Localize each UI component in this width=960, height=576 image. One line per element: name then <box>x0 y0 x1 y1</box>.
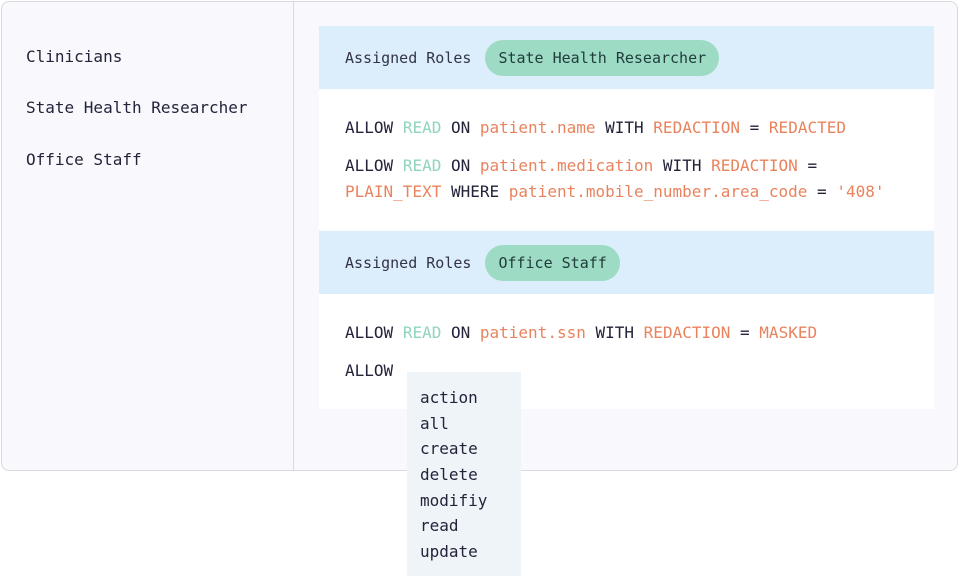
role-chip-office-staff[interactable]: Office Staff <box>485 244 620 281</box>
action-autocomplete-dropdown: action all create delete modifiy read up… <box>407 372 521 576</box>
where-keyword: WHERE <box>450 182 500 201</box>
action-keyword: READ <box>402 323 442 342</box>
allow-keyword: ALLOW <box>345 156 394 175</box>
dropdown-option-delete[interactable]: delete <box>420 465 478 485</box>
sidebar-item-clinicians[interactable]: Clinicians <box>26 47 123 66</box>
roles-sidebar: Clinicians State Health Researcher Offic… <box>2 2 294 470</box>
redaction-keyword: REDACTION <box>711 156 798 175</box>
where-field-name: patient.mobile_number.area_code <box>508 182 808 201</box>
redaction-value: PLAIN_TEXT <box>345 182 442 201</box>
assigned-roles-label: Assigned Roles <box>345 253 472 272</box>
policy-rules: ALLOW READ ON patient.ssn WITH REDACTION… <box>319 294 934 409</box>
dropdown-option-create[interactable]: create <box>420 439 478 459</box>
field-name: patient.name <box>479 118 596 137</box>
policy-rules: ALLOW READ ON patient.name WITH REDACTIO… <box>319 89 934 230</box>
dropdown-option-all[interactable]: all <box>420 413 449 433</box>
field-name: patient.medication <box>479 156 654 175</box>
equals-operator: = <box>749 118 760 137</box>
with-keyword: WITH <box>595 323 635 342</box>
dropdown-option-update[interactable]: update <box>420 542 478 562</box>
draft-policy-rule[interactable]: ALLOW <box>345 358 908 384</box>
allow-keyword: ALLOW <box>345 361 394 380</box>
allow-keyword: ALLOW <box>345 118 394 137</box>
dropdown-option-read[interactable]: read <box>420 516 459 536</box>
equals-operator: = <box>740 323 750 342</box>
policy-rule[interactable]: ALLOW READ ON patient.medication WITH RE… <box>345 153 908 205</box>
equals-operator: = <box>817 182 827 201</box>
assigned-roles-header: Assigned Roles Office Staff <box>319 231 934 294</box>
on-keyword: ON <box>450 118 471 137</box>
policy-rule[interactable]: ALLOW READ ON patient.name WITH REDACTIO… <box>345 115 908 141</box>
field-name: patient.ssn <box>479 323 586 342</box>
redaction-keyword: REDACTION <box>643 323 731 342</box>
on-keyword: ON <box>450 323 471 342</box>
action-keyword: READ <box>402 156 442 175</box>
dropdown-option-modifiy[interactable]: modifiy <box>420 490 488 510</box>
role-chip-state-health-researcher[interactable]: State Health Researcher <box>485 39 720 76</box>
with-keyword: WITH <box>605 118 644 137</box>
action-keyword: READ <box>402 118 442 137</box>
policy-block-state-health-researcher: Assigned Roles State Health Researcher A… <box>319 26 934 230</box>
sidebar-item-office-staff[interactable]: Office Staff <box>26 150 142 169</box>
policy-rule[interactable]: ALLOW READ ON patient.ssn WITH REDACTION… <box>345 320 908 346</box>
dropdown-option-action[interactable]: action <box>420 388 478 407</box>
redaction-value: REDACTED <box>768 118 846 137</box>
equals-operator: = <box>807 156 818 175</box>
sidebar-item-state-health-researcher[interactable]: State Health Researcher <box>26 98 248 117</box>
on-keyword: ON <box>450 156 471 175</box>
assigned-roles-label: Assigned Roles <box>345 48 472 67</box>
with-keyword: WITH <box>662 156 702 175</box>
allow-keyword: ALLOW <box>345 323 394 342</box>
policy-block-office-staff: Assigned Roles Office Staff ALLOW READ O… <box>319 231 934 409</box>
redaction-value: MASKED <box>759 323 818 342</box>
where-value: '408' <box>836 182 885 201</box>
redaction-keyword: REDACTION <box>653 118 740 137</box>
assigned-roles-header: Assigned Roles State Health Researcher <box>319 26 934 89</box>
